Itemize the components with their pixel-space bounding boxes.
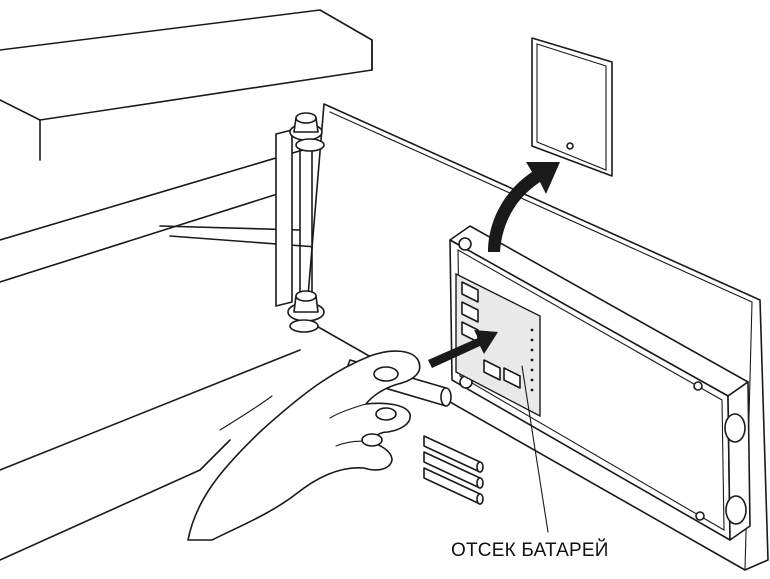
support-post — [275, 129, 313, 307]
compartment-lid[interactable] — [531, 37, 613, 177]
callout-leader-line — [521, 365, 549, 533]
lift-arrow-icon — [488, 162, 560, 252]
cabinet-frame — [0, 9, 373, 561]
spare-batteries — [423, 435, 484, 505]
hand-illustration — [187, 350, 421, 541]
battery-compartment-label: ОТСЕК БАТАРЕЙ — [451, 540, 609, 561]
bolt-bottom — [287, 290, 325, 333]
contact-dots — [530, 328, 534, 392]
battery-compartment[interactable] — [455, 272, 541, 418]
bolt-top — [289, 112, 325, 152]
insert-arrow-icon — [428, 330, 498, 368]
